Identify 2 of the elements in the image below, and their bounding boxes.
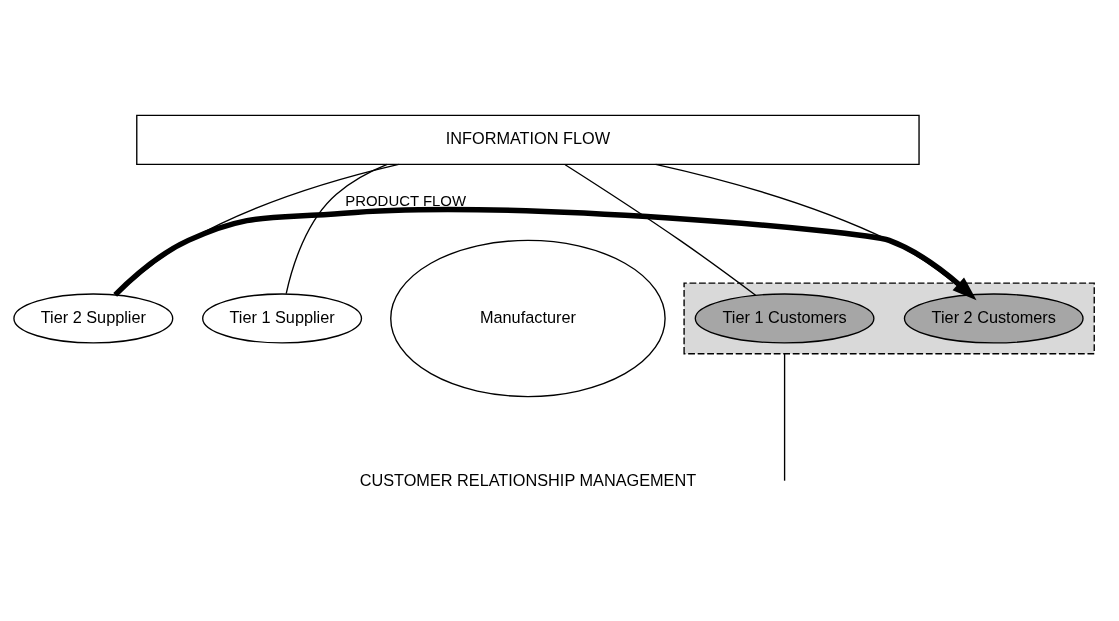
label: CUSTOMER RELATIONSHIP MANAGEMENT [359, 470, 697, 489]
edge-label: PRODUCT FLOW [345, 191, 467, 209]
